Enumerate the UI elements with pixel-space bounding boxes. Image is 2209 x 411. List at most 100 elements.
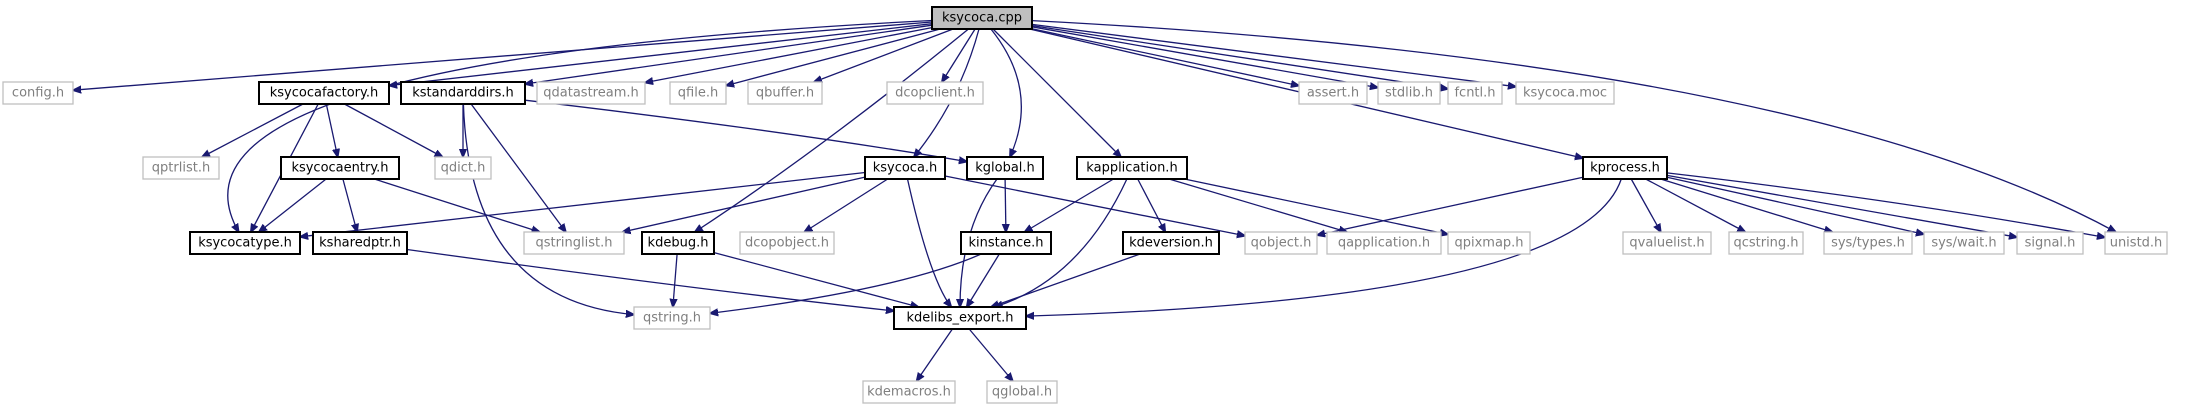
- node-ksycoca-h[interactable]: ksycoca.h: [864, 156, 946, 180]
- node-box: [1244, 231, 1318, 255]
- edge-kprocess-h-to-kdelibs-export-h: [1026, 178, 1622, 316]
- node-label: signal.h: [2025, 236, 2076, 251]
- edge-kapplication-h-to-kinstance-h: [1025, 178, 1114, 232]
- node-box: [2104, 231, 2168, 255]
- node-fcntl-h[interactable]: fcntl.h: [1447, 81, 1503, 105]
- node-qdict-h[interactable]: qdict.h: [434, 156, 492, 180]
- node-qpixmap-h[interactable]: qpixmap.h: [1447, 231, 1531, 255]
- node-qstring-h[interactable]: qstring.h: [633, 306, 711, 330]
- node-box: [280, 156, 400, 180]
- node-box: [1122, 231, 1220, 255]
- edge-kprocess-h-to-unistd-h: [1666, 172, 2105, 238]
- node-kdebug-h[interactable]: kdebug.h: [641, 231, 715, 255]
- node-label: kglobal.h: [975, 161, 1035, 176]
- edge-kapplication-h-to-qapplication-h: [1168, 178, 1347, 232]
- node-kdeversion-h[interactable]: kdeversion.h: [1122, 231, 1220, 255]
- edge-ksycoca-h-to-dcopobject-h: [804, 178, 889, 232]
- node-dcopclient-h[interactable]: dcopclient.h: [886, 81, 984, 105]
- node-box: [893, 306, 1027, 330]
- node-unistd-h[interactable]: unistd.h: [2104, 231, 2168, 255]
- node-box: [886, 81, 984, 105]
- node-kinstance-h[interactable]: kinstance.h: [960, 231, 1052, 255]
- node-kdemacros-h[interactable]: kdemacros.h: [862, 380, 956, 404]
- node-qobject-h[interactable]: qobject.h: [1244, 231, 1318, 255]
- node-label: sys/types.h: [1831, 236, 1905, 251]
- edge-kstandarddirs-h-to-kglobal-h: [524, 99, 967, 161]
- node-label: qdatastream.h: [543, 86, 638, 101]
- edge-kapplication-h-to-qpixmap-h: [1184, 178, 1448, 234]
- node-box: [1298, 81, 1368, 105]
- node-stdlib-h[interactable]: stdlib.h: [1377, 81, 1441, 105]
- node-kdelibs-export-h[interactable]: kdelibs_export.h: [893, 306, 1027, 330]
- edge-kprocess-h-to-sys-wait-h: [1666, 176, 1924, 234]
- node-label: qcstring.h: [1733, 236, 1798, 251]
- edge-ksycoca-cpp-to-ksycoca-moc: [1031, 23, 1516, 86]
- edge-ksycocafactory-h-to-qptrlist-h: [202, 103, 304, 157]
- node-box: [523, 231, 625, 255]
- edge-ksycoca-h-to-ksycocatype-h: [300, 171, 866, 237]
- node-label: assert.h: [1307, 86, 1359, 101]
- node-qfile-h[interactable]: qfile.h: [669, 81, 727, 105]
- node-box: [1622, 231, 1712, 255]
- node-assert-h[interactable]: assert.h: [1298, 81, 1368, 105]
- node-label: ksycoca.h: [873, 161, 938, 176]
- node-kglobal-h[interactable]: kglobal.h: [966, 156, 1044, 180]
- node-qstringlist-h[interactable]: qstringlist.h: [523, 231, 625, 255]
- node-label: qpixmap.h: [1454, 236, 1523, 251]
- node-ksharedptr-h[interactable]: ksharedptr.h: [312, 231, 408, 255]
- node-ksycoca-moc[interactable]: ksycoca.moc: [1515, 81, 1615, 105]
- node-label: ksharedptr.h: [319, 236, 401, 251]
- node-box: [633, 306, 711, 330]
- node-qglobal-h[interactable]: qglobal.h: [986, 380, 1058, 404]
- node-label: qbuffer.h: [756, 86, 814, 101]
- node-qptrlist-h[interactable]: qptrlist.h: [142, 156, 220, 180]
- edge-kprocess-h-to-qobject-h: [1317, 176, 1584, 235]
- node-label: ksycoca.moc: [1523, 86, 1607, 101]
- node-qvaluelist-h[interactable]: qvaluelist.h: [1622, 231, 1712, 255]
- node-kprocess-h[interactable]: kprocess.h: [1582, 156, 1668, 180]
- node-ksycocatype-h[interactable]: ksycocatype.h: [189, 231, 301, 255]
- node-label: kstandarddirs.h: [412, 86, 514, 101]
- node-box: [641, 231, 715, 255]
- node-qdatastream-h[interactable]: qdatastream.h: [536, 81, 646, 105]
- edge-kinstance-h-to-kdelibs-export-h: [967, 253, 1000, 307]
- node-label: qstringlist.h: [535, 236, 612, 251]
- edge-ksycoca-cpp-to-kglobal-h: [990, 28, 1022, 157]
- node-box: [1076, 156, 1188, 180]
- node-ksycoca-cpp[interactable]: ksycoca.cpp: [931, 6, 1033, 30]
- node-ksycocaentry-h[interactable]: ksycocaentry.h: [280, 156, 400, 180]
- node-kapplication-h[interactable]: kapplication.h: [1076, 156, 1188, 180]
- node-qcstring-h[interactable]: qcstring.h: [1728, 231, 1804, 255]
- edge-ksycoca-cpp-to-dcopclient-h: [942, 28, 976, 82]
- edge-kapplication-h-to-kdelibs-export-h: [995, 178, 1128, 307]
- node-dcopobject-h[interactable]: dcopobject.h: [739, 231, 835, 255]
- node-signal-h[interactable]: signal.h: [2016, 231, 2084, 255]
- edge-ksycoca-h-to-qobject-h: [944, 175, 1245, 236]
- node-box: [862, 380, 956, 404]
- node-box: [400, 81, 526, 105]
- edge-ksycoca-cpp-to-ksycocatype-h: [227, 19, 933, 233]
- edge-kprocess-h-to-sys-types-h: [1660, 178, 1833, 232]
- edge-ksharedptr-h-to-kdelibs-export-h: [406, 248, 894, 311]
- edge-kdeversion-h-to-kdelibs-export-h: [991, 253, 1141, 307]
- node-qbuffer-h[interactable]: qbuffer.h: [747, 81, 823, 105]
- node-box: [1582, 156, 1668, 180]
- node-kstandarddirs-h[interactable]: kstandarddirs.h: [400, 81, 526, 105]
- edge-ksycoca-cpp-to-kstandarddirs-h: [525, 24, 933, 84]
- node-label: qapplication.h: [1338, 236, 1430, 251]
- node-box: [669, 81, 727, 105]
- edge-ksycoca-cpp-to-stdlib-h: [1031, 26, 1378, 88]
- edge-ksycoca-h-to-qstringlist-h: [623, 176, 866, 232]
- node-ksycocafactory-h[interactable]: ksycocafactory.h: [258, 81, 390, 105]
- node-sys-wait-h[interactable]: sys/wait.h: [1923, 231, 2005, 255]
- edge-ksycoca-cpp-to-unistd-h: [1031, 19, 2116, 232]
- node-label: kprocess.h: [1590, 161, 1660, 176]
- node-label: kapplication.h: [1086, 161, 1177, 176]
- node-label: qstring.h: [643, 311, 701, 326]
- node-sys-types-h[interactable]: sys/types.h: [1823, 231, 1913, 255]
- node-box: [189, 231, 301, 255]
- node-config-h[interactable]: config.h: [2, 81, 74, 105]
- node-label: qvaluelist.h: [1629, 236, 1704, 251]
- node-qapplication-h[interactable]: qapplication.h: [1326, 231, 1442, 255]
